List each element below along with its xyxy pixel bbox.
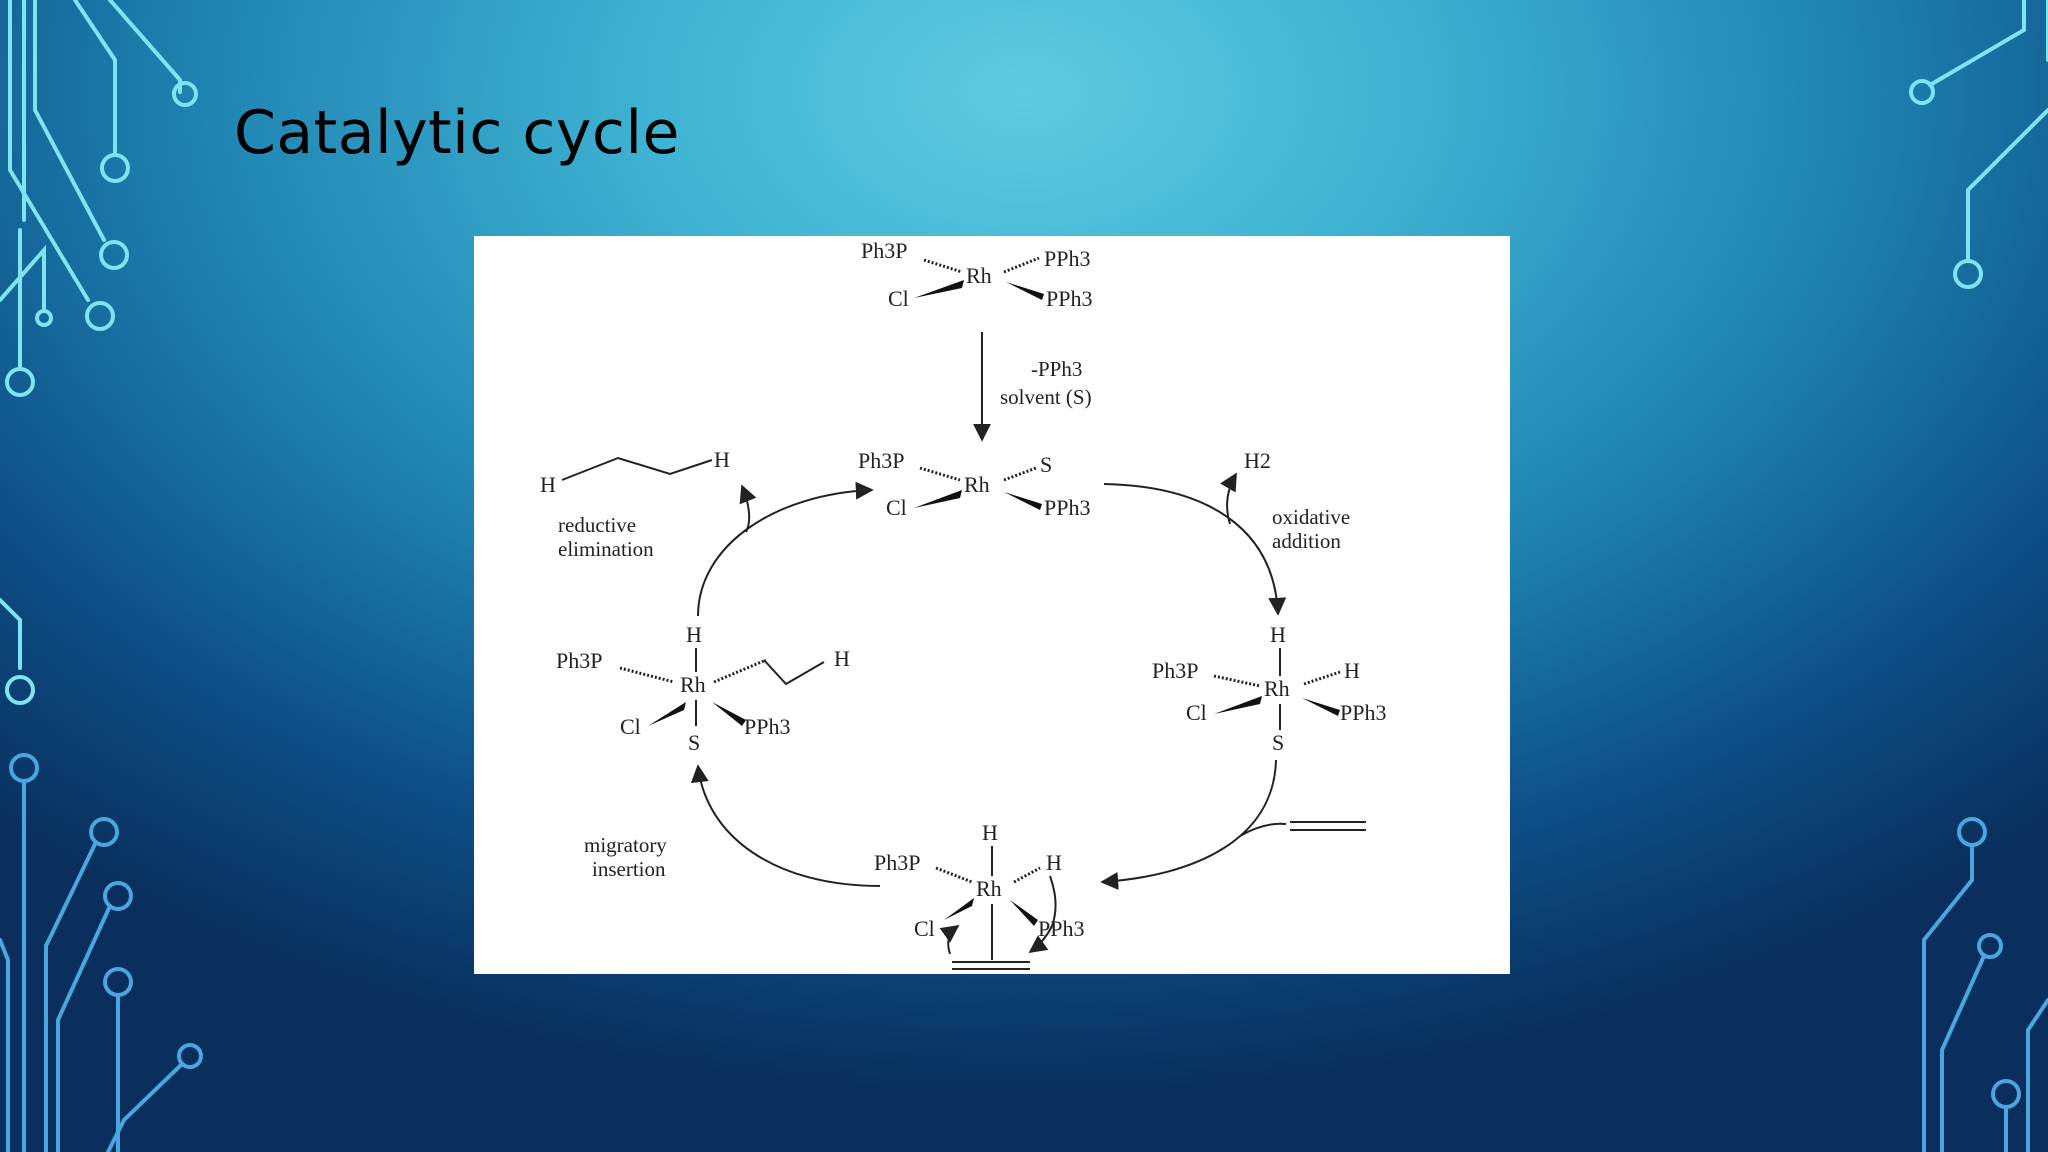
hashed-bond: [1003, 466, 1037, 482]
ligand-pph3: PPh3: [744, 714, 790, 739]
alkane-product: H H: [540, 447, 730, 497]
alkyl-chain-h: H: [834, 646, 850, 671]
ligand-pph3: PPh3: [1044, 246, 1090, 271]
product-release-arrow: [739, 484, 757, 533]
ligand-cl: Cl: [1186, 700, 1207, 725]
wedge-bond: [1214, 696, 1262, 714]
ligand-ph3p: Ph3P: [858, 448, 904, 473]
wedge-bond: [914, 280, 964, 298]
ligand-cl: Cl: [620, 714, 641, 739]
hashed-bond: [923, 258, 963, 274]
product-h-right: H: [714, 447, 730, 472]
ligand-ph3p: Ph3P: [874, 850, 920, 875]
solvent-ligand: S: [1272, 730, 1284, 755]
wedge-bond: [944, 898, 974, 920]
ligand-cl: Cl: [914, 916, 935, 941]
rhodium-center: Rh: [976, 876, 1002, 901]
electron-push-arrow: [1028, 875, 1057, 954]
alkyl-chain: [763, 659, 825, 686]
hashed-bond: [1303, 670, 1341, 686]
slide-title: Catalytic cycle: [234, 98, 680, 168]
wilkinson-catalyst: Ph3P Rh PPh3 Cl PPh3: [861, 238, 1092, 311]
wedge-bond: [1010, 900, 1038, 926]
hashed-bond: [1213, 674, 1261, 688]
catalytic-cycle-figure: Ph3P Rh PPh3 Cl PPh3 -PPh3 solvent (S) P…: [474, 236, 1510, 974]
step-label-pph3: -PPh3: [1031, 357, 1082, 381]
ligand-ph3p: Ph3P: [556, 648, 602, 673]
hashed-bond: [619, 666, 675, 684]
rhodium-center: Rh: [1264, 676, 1290, 701]
alkene-coordination-arrow: [1100, 759, 1277, 890]
ligand-pph3-2: PPh3: [1046, 286, 1092, 311]
dihydride-complex: H Ph3P Rh H Cl PPh3 S: [1152, 622, 1386, 755]
label-oxidative: oxidative: [1272, 505, 1350, 529]
hashed-bond: [1003, 256, 1040, 274]
hydride-top: H: [1270, 622, 1286, 647]
oxidative-addition-arrow: [1103, 483, 1287, 616]
solvated-complex: Ph3P Rh S Cl PPh3: [858, 448, 1090, 520]
wedge-bond: [1006, 282, 1044, 300]
label-reductive: reductive: [558, 513, 636, 537]
solvent-ligand: S: [1040, 452, 1052, 477]
ligand-cl: Cl: [888, 286, 909, 311]
product-chain: [561, 456, 713, 481]
hydride-right: H: [1344, 658, 1360, 683]
wedge-bond: [1004, 492, 1042, 510]
wedge-bond: [1302, 698, 1340, 716]
wedge-bond: [648, 702, 686, 726]
hashed-bond: [919, 466, 961, 482]
hydride-right: H: [1046, 850, 1062, 875]
wedge-bond: [712, 702, 746, 726]
reductive-elimination-arrow: [697, 481, 874, 617]
h2-entry-arrow: [1220, 472, 1237, 525]
ligand-ph3p: Ph3P: [1152, 658, 1198, 683]
migratory-insertion-arrow: [690, 764, 881, 887]
hashed-bond: [1013, 866, 1041, 884]
alkene-entry-line: [1239, 822, 1287, 837]
hashed-bond: [935, 866, 973, 884]
rhodium-center: Rh: [966, 263, 992, 288]
ligand-pph3: PPh3: [1044, 495, 1090, 520]
rhodium-center: Rh: [964, 472, 990, 497]
electron-push-arrow: [939, 924, 960, 955]
rhodium-center: Rh: [680, 672, 706, 697]
hashed-bond: [713, 658, 767, 684]
hydride-top: H: [982, 820, 998, 845]
product-h-left: H: [540, 472, 556, 497]
ligand-pph3: PPh3: [1340, 700, 1386, 725]
alkene-complex: H Ph3P Rh H Cl PPh3: [874, 820, 1084, 970]
label-addition: addition: [1272, 529, 1341, 553]
alkyl-hydride-complex: H Ph3P Rh H Cl PPh3 S: [556, 622, 850, 755]
wedge-bond: [914, 490, 962, 508]
label-elimination: elimination: [558, 537, 654, 561]
hydrogen-reagent: H2: [1244, 448, 1271, 473]
solvent-ligand: S: [688, 730, 700, 755]
ligand-ph3p: Ph3P: [861, 238, 907, 263]
step-label-solvent: solvent (S): [1000, 385, 1092, 409]
catalytic-cycle-diagram: Ph3P Rh PPh3 Cl PPh3 -PPh3 solvent (S) P…: [540, 238, 1386, 970]
hydride-top: H: [686, 622, 702, 647]
label-migratory: migratory: [584, 833, 667, 857]
label-insertion: insertion: [592, 857, 666, 881]
ligand-cl: Cl: [886, 495, 907, 520]
